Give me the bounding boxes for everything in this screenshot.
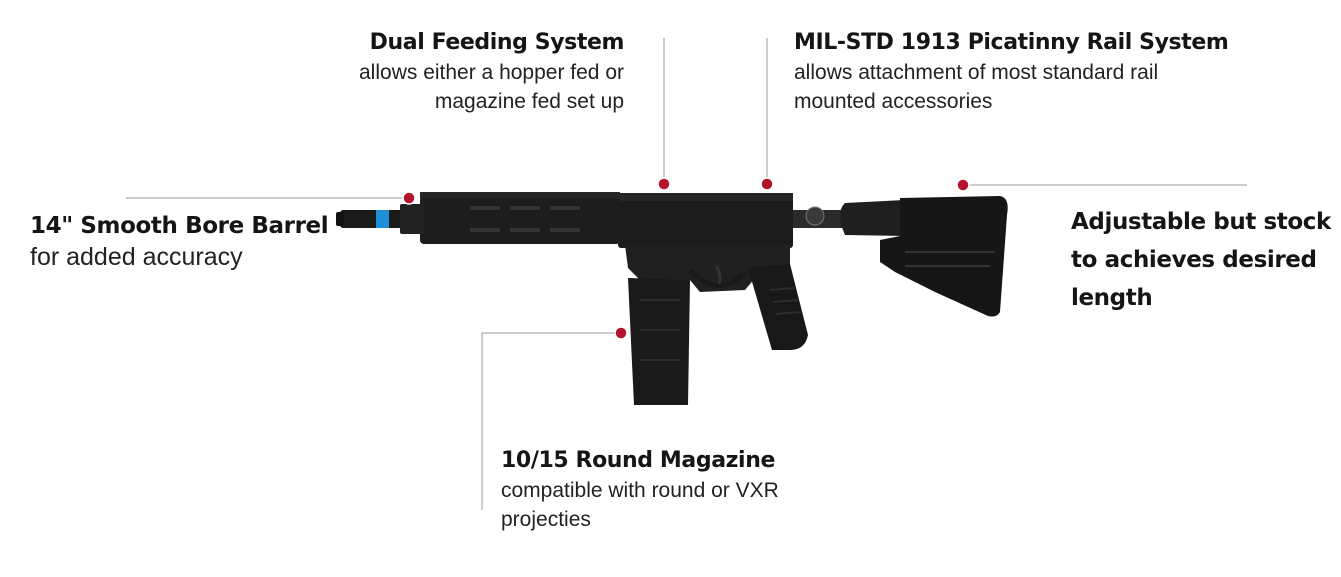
stock-callout: Adjustable but stock to achieves desired… xyxy=(1071,203,1331,317)
rail-title: MIL-STD 1913 Picatinny Rail System xyxy=(794,30,1229,55)
dual-feed-title: Dual Feeding System xyxy=(369,30,625,55)
dual-feed-marker xyxy=(657,177,671,191)
barrel-shroud xyxy=(400,204,424,234)
dual-feed-callout: Dual Feeding System allows either a hopp… xyxy=(330,28,624,116)
callout-markers xyxy=(402,177,970,340)
magazine xyxy=(628,278,690,405)
magazine-callout: 10/15 Round Magazine compatible with rou… xyxy=(501,446,821,534)
air-tank xyxy=(840,200,905,236)
upper-receiver xyxy=(618,196,793,248)
barrel-band xyxy=(376,210,389,228)
rail-marker xyxy=(760,177,774,191)
grip-texture xyxy=(769,287,802,315)
tank-gauge xyxy=(805,206,825,226)
magazine-ribs xyxy=(640,299,680,361)
barrel-marker xyxy=(402,191,416,205)
marker-illustration xyxy=(336,192,1008,405)
stock-ridges xyxy=(905,251,995,267)
pistol-grip xyxy=(748,264,808,350)
adjustable-stock xyxy=(880,196,1008,317)
rail-callout: MIL-STD 1913 Picatinny Rail System allow… xyxy=(794,28,1264,116)
barrel-tip xyxy=(336,212,344,226)
barrel-title: 14" Smooth Bore Barrel xyxy=(30,213,329,239)
lower-receiver xyxy=(625,245,790,292)
handguard-rail xyxy=(420,192,620,198)
handguard xyxy=(420,196,620,244)
magazine-title: 10/15 Round Magazine xyxy=(501,448,775,473)
barrel-description: for added accuracy xyxy=(30,243,243,271)
top-rail xyxy=(618,193,793,201)
rail-description: allows attachment of most standard rail … xyxy=(794,61,1159,113)
dual-feed-description: allows either a hopper fed or magazine f… xyxy=(359,61,624,113)
barrel-callout: 14" Smooth Bore Barrel for added accurac… xyxy=(30,211,350,273)
magazine-description: compatible with round or VXR projecties xyxy=(501,479,779,531)
stock-title: Adjustable but stock to achieves desired… xyxy=(1071,209,1331,311)
leader-lines xyxy=(126,38,1247,510)
trigger xyxy=(714,265,722,285)
magazine-marker xyxy=(614,326,628,340)
trigger-guard xyxy=(688,268,747,288)
magazine-leader-line xyxy=(481,332,620,510)
handguard-slots xyxy=(470,206,580,232)
stock-marker xyxy=(956,178,970,192)
